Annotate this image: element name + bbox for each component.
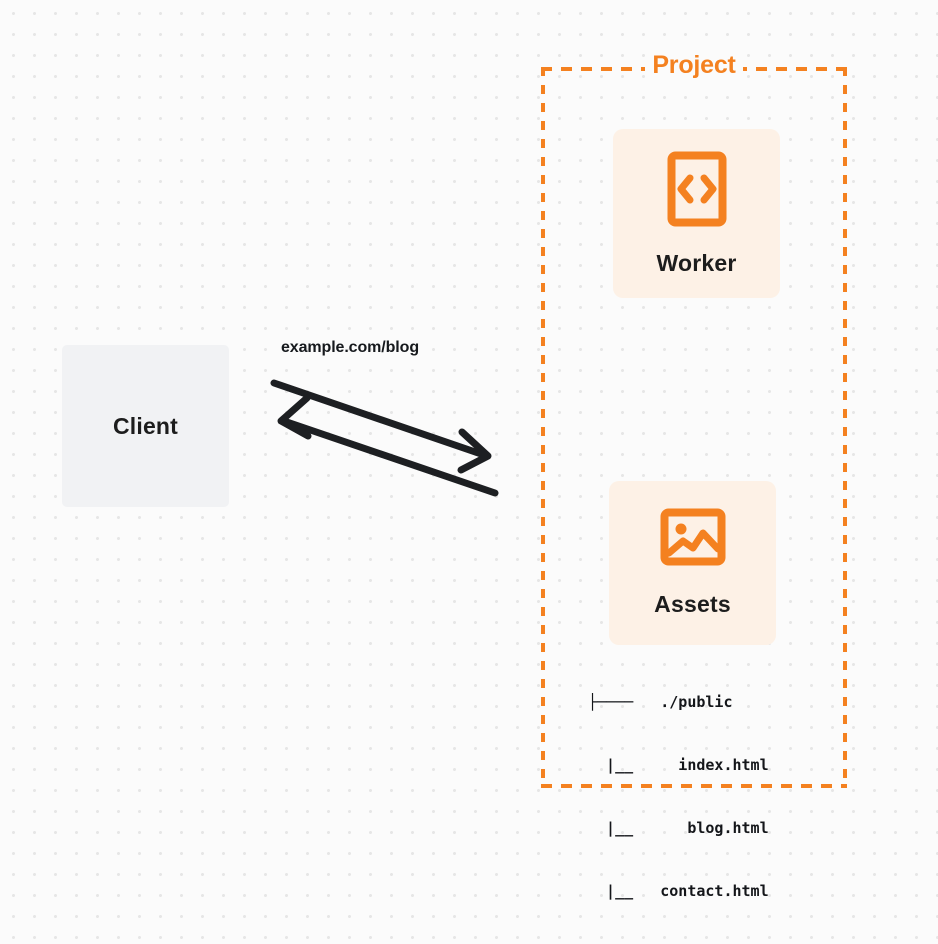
assets-file-tree: ├──── ./public |__ index.html |__ blog.h… [588, 650, 769, 944]
image-icon [660, 508, 726, 571]
diagram-canvas: Client example.com/blog Project [62, 51, 847, 900]
client-node: Client [62, 345, 229, 507]
worker-node: Worker [613, 129, 780, 298]
file-tree-row: |__ blog.html [588, 819, 769, 837]
project-border-right [843, 67, 847, 788]
response-arrow [277, 394, 499, 497]
connection-url-label: example.com/blog [281, 339, 419, 356]
client-node-label: Client [112, 412, 179, 439]
request-arrow [270, 379, 492, 474]
project-border-left [541, 67, 545, 788]
project-border-bottom [541, 784, 847, 788]
file-tree-row: |__ contact.html [588, 882, 769, 900]
project-container: Project [541, 51, 847, 788]
file-tree-row: |__ index.html [588, 756, 769, 774]
worker-node-label: Worker [656, 249, 737, 276]
project-container-label: Project [646, 51, 742, 80]
project-border-top-left [541, 67, 645, 71]
assets-node: Assets [609, 481, 776, 645]
project-border-top-right [743, 67, 847, 71]
file-tree-row: ├──── ./public [588, 693, 733, 711]
assets-node-label: Assets [654, 591, 731, 617]
code-brackets-icon [667, 151, 727, 232]
